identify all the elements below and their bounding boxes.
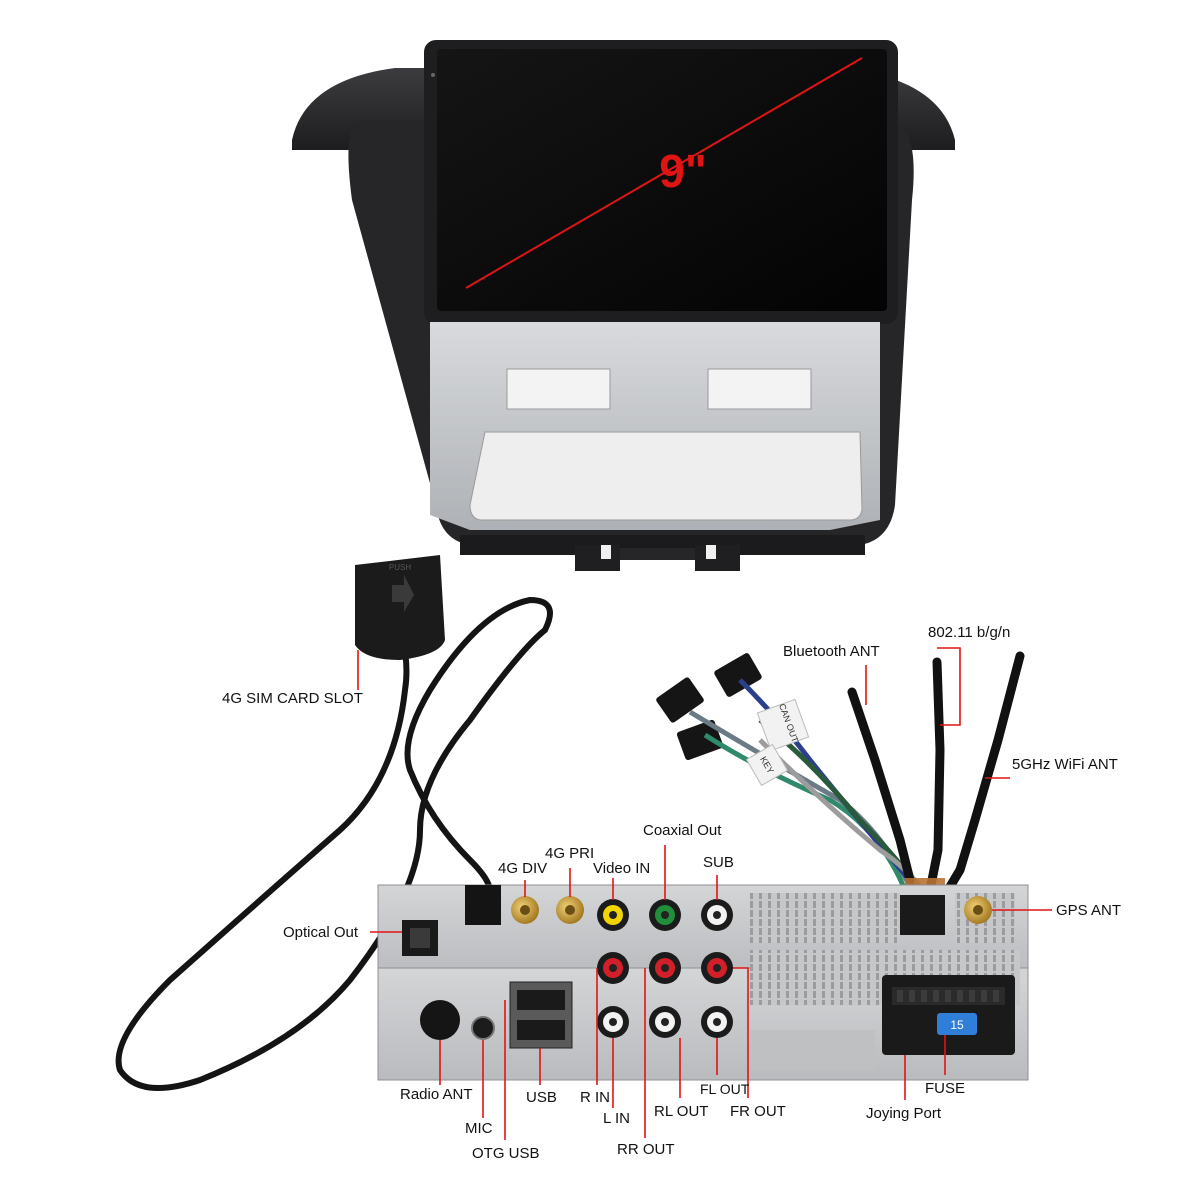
radio-antenna-socket: [420, 1000, 460, 1040]
vent-slot-right: [707, 368, 812, 410]
label-4g-pri: 4G PRI: [545, 845, 595, 862]
label-bluetooth-ant: Bluetooth ANT: [783, 643, 880, 660]
vent-slot-left: [506, 368, 611, 410]
screen-diagonal-line: [465, 57, 863, 289]
label-mic: MIC: [465, 1120, 493, 1137]
label-sub: SUB: [703, 854, 734, 871]
mount-clip-left: [575, 545, 620, 571]
label-rl-out: RL OUT: [654, 1103, 709, 1120]
mount-bracket: [460, 535, 865, 555]
can-connector-3: [676, 719, 724, 761]
screen-size-label: 9": [659, 145, 707, 197]
wifi-5-antenna-stick: [940, 651, 1025, 900]
can-connector-2: [714, 653, 762, 697]
mount-clip-right: [695, 545, 740, 571]
label-4g-div: 4G DIV: [498, 860, 548, 877]
callout-lines: [357, 647, 1052, 1140]
mic-socket: [471, 1016, 495, 1040]
label-sim-card-slot: 4G SIM CARD SLOT: [222, 690, 363, 707]
display-screen: [437, 49, 887, 311]
bluetooth-antenna-stick: [847, 687, 915, 885]
sim-push-text: PUSH: [389, 563, 411, 572]
label-wifi-24: 802.11 b/g/n: [928, 624, 1011, 641]
label-radio-ant: Radio ANT: [400, 1086, 473, 1103]
callout-fr-out: [733, 967, 749, 1098]
antenna-wiring: CAN OUT KEY: [656, 651, 1025, 902]
label-l-in: L IN: [603, 1110, 630, 1127]
rca-jacks: [597, 899, 733, 1038]
key-tag: [745, 743, 789, 787]
label-video-in: Video IN: [593, 860, 651, 877]
label-coaxial-out: Coaxial Out: [643, 822, 722, 839]
label-wifi-5: 5GHz WiFi ANT: [1012, 756, 1118, 773]
wifi-24-antenna-stick: [925, 657, 945, 895]
can-out-tag: [756, 698, 810, 752]
fuse-body: [937, 1013, 977, 1035]
mount-clip-center: [620, 548, 695, 560]
sim-card-slot-module: PUSH: [355, 555, 445, 660]
label-r-in: R IN: [580, 1089, 610, 1106]
label-gps-ant: GPS ANT: [1056, 902, 1122, 919]
mic-hole: [431, 73, 435, 77]
usb-port: [517, 1020, 565, 1040]
head-unit: [292, 40, 955, 571]
rear-chassis: 15: [377, 884, 1029, 1081]
label-usb: USB: [526, 1089, 557, 1106]
label-fl-out: FL OUT: [700, 1081, 750, 1097]
heatsink-vents-top: [750, 893, 900, 943]
climate-control-cutout: [469, 431, 863, 521]
label-fr-out: FR OUT: [730, 1103, 786, 1120]
label-joying-port: Joying Port: [866, 1105, 942, 1122]
harness-plug: [900, 895, 945, 935]
can-connector-1: [656, 677, 704, 723]
sim-port-socket: [465, 885, 501, 925]
callout-wifi-24: [937, 647, 961, 726]
label-fuse: FUSE: [925, 1080, 966, 1097]
label-rr-out: RR OUT: [617, 1141, 675, 1158]
otg-usb-port: [517, 990, 565, 1010]
label-optical-out: Optical Out: [283, 924, 359, 941]
label-otg-usb: OTG USB: [472, 1145, 540, 1162]
fuse-value-text: 15: [950, 1018, 964, 1032]
